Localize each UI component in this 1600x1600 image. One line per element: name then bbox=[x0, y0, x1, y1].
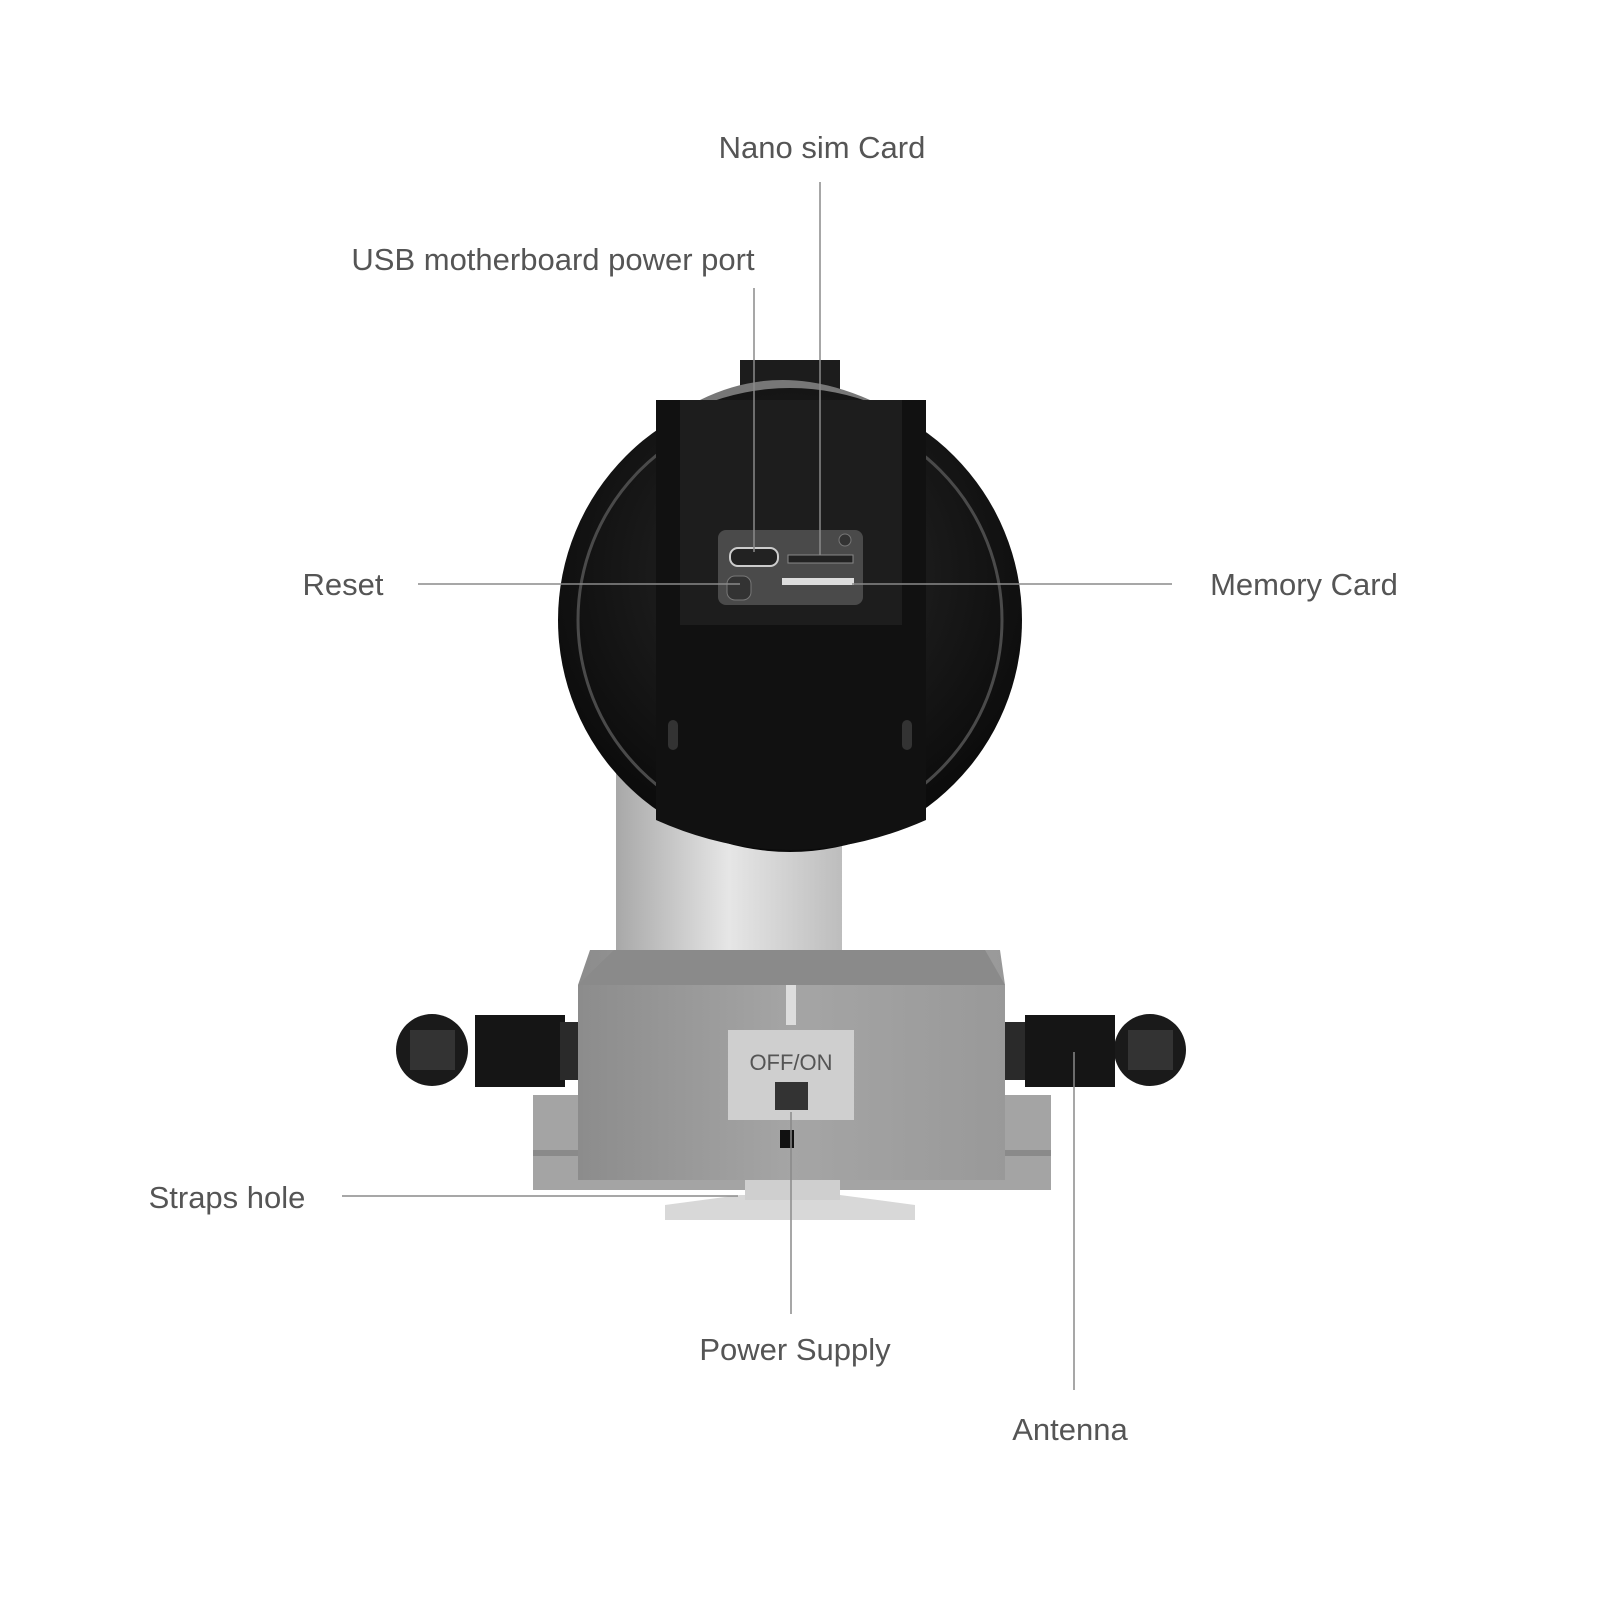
memory-slot-icon bbox=[782, 578, 854, 585]
antenna-right bbox=[1005, 1014, 1186, 1087]
reset-button-icon bbox=[726, 575, 752, 601]
mount-bracket bbox=[665, 1195, 915, 1220]
switch-label: OFF/ON bbox=[749, 1050, 832, 1075]
power-switch bbox=[775, 1082, 808, 1110]
label-power-supply: Power Supply bbox=[699, 1332, 891, 1367]
antenna-left bbox=[396, 1014, 580, 1087]
label-memory-card: Memory Card bbox=[1210, 567, 1398, 602]
sim-slot-icon bbox=[787, 554, 854, 564]
label-nano-sim-card: Nano sim Card bbox=[719, 130, 926, 165]
label-straps-hole: Straps hole bbox=[149, 1180, 306, 1215]
label-reset: Reset bbox=[303, 567, 384, 602]
label-antenna: Antenna bbox=[1012, 1412, 1128, 1447]
label-usb-power-port: USB motherboard power port bbox=[351, 242, 755, 277]
